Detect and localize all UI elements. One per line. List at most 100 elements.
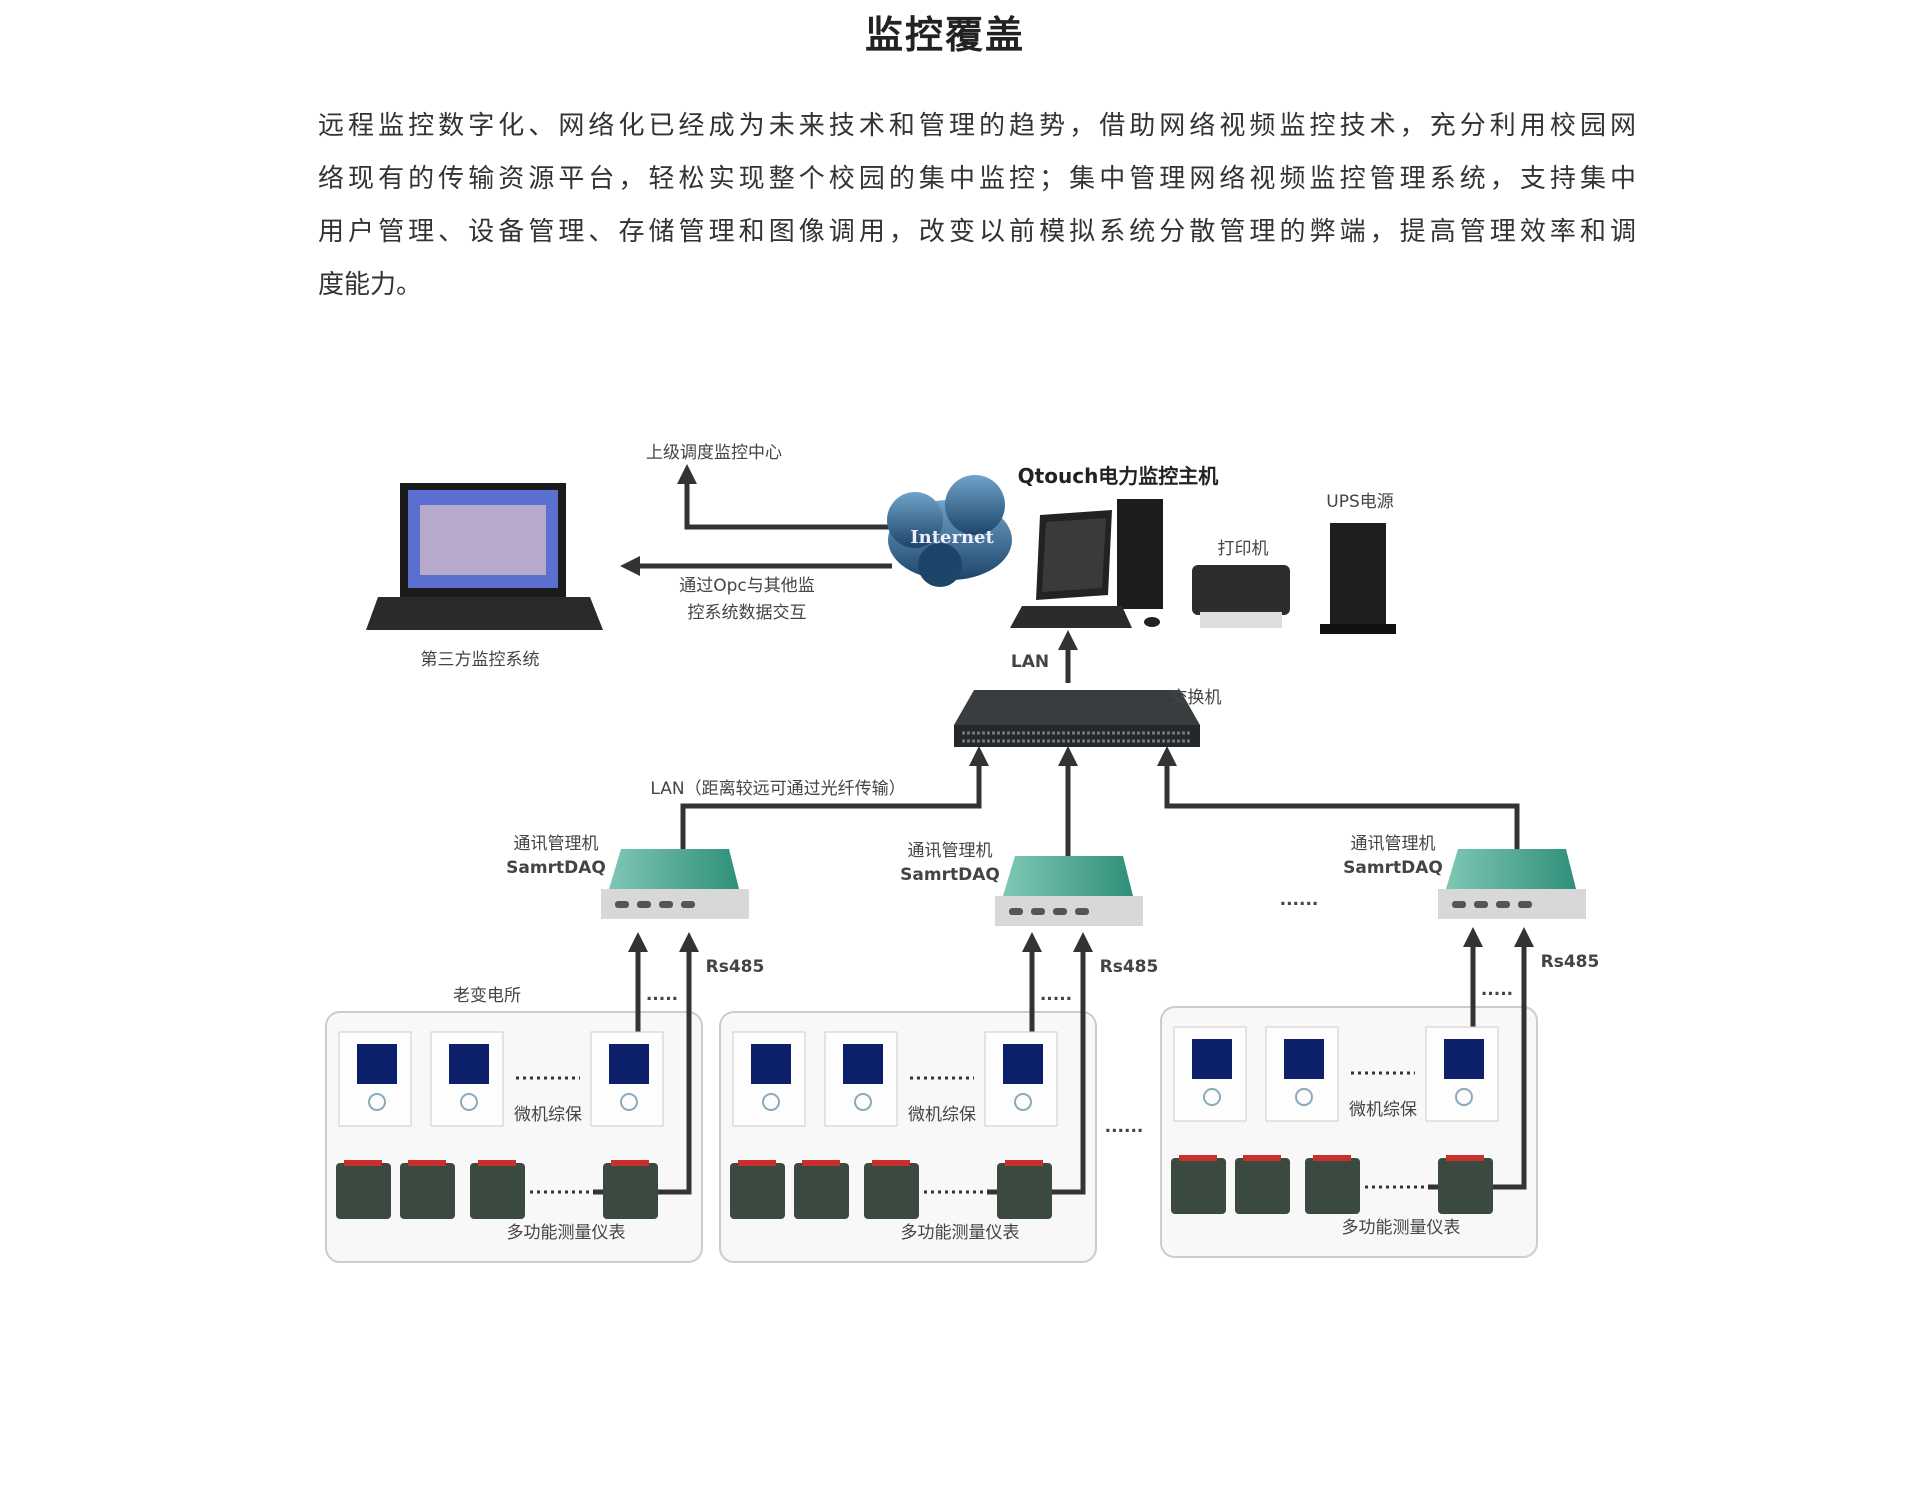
daq-port-icon [1496,901,1510,908]
switch-icon [954,690,1200,747]
daq-model-label: SamrtDAQ [1343,858,1443,878]
relay-keypad [1295,1088,1313,1106]
protection-relay-icon [1173,1026,1247,1122]
daq-label: 通讯管理机 [514,834,599,854]
ellipsis-daq: ...... [1280,890,1319,910]
meter-accent [1243,1155,1281,1161]
intro-paragraph: 远程监控数字化、网络化已经成为未来技术和管理的趋势，借助网络视频监控技术，充分利… [318,106,1636,318]
host-label: Qtouch电力监控主机 [1018,464,1219,488]
meter-body [400,1163,455,1219]
power-meter-icon [470,1160,525,1219]
power-meter-icon [336,1160,391,1219]
meter-accent [611,1160,649,1166]
power-meter-icon [1171,1155,1226,1214]
paragraph-line: 度能力。 [318,270,423,300]
daq-port-icon [1452,901,1466,908]
protection-label: 微机综保 [908,1105,976,1125]
internet-cloud-icon [887,475,1012,587]
meter-accent [478,1160,516,1166]
protection-relay-icon [430,1031,504,1127]
meter-accent [738,1160,776,1166]
lan-fiber-label: LAN（距离较远可通过光纤传输） [650,779,905,799]
power-meter-icon [730,1160,785,1219]
power-meter-icon [794,1160,849,1219]
ellipsis: ..... [1481,980,1513,1000]
power-meter-icon [864,1160,919,1219]
meter-body [730,1163,785,1219]
relay-keypad [762,1093,780,1111]
power-meter-icon [997,1160,1052,1219]
meter-body [1171,1158,1226,1214]
daq-label: 通讯管理机 [1351,834,1436,854]
relay-screen [1444,1039,1484,1079]
daq-device-icon [1003,856,1133,896]
rs485-label: Rs485 [1541,952,1600,972]
daq-model-label: SamrtDAQ [900,865,1000,885]
relay-screen [1003,1044,1043,1084]
rs485-label: Rs485 [706,957,765,977]
relay-keypad [460,1093,478,1111]
laptop-icon [366,483,603,630]
internet-label: Internet [910,527,994,548]
protection-relay-icon [590,1031,664,1127]
daq-port-icon [1518,901,1532,908]
meter-accent [1313,1155,1351,1161]
third-party-label: 第三方监控系统 [421,650,540,670]
meter-body [1438,1158,1493,1214]
daq-port-icon [637,901,651,908]
meter-accent [408,1160,446,1166]
ups-label: UPS电源 [1326,492,1394,512]
paragraph-line: 络现有的传输资源平台，轻松实现整个校园的集中监控；集中管理网络视频监控管理系统，… [318,164,1636,194]
meter-body [470,1163,525,1219]
protection-relay-icon [338,1031,412,1127]
daq-model-label: SamrtDAQ [506,858,606,878]
meter-accent [1446,1155,1484,1161]
ups-icon [1320,523,1396,634]
meter-body [1235,1158,1290,1214]
protection-label: 微机综保 [1349,1100,1417,1120]
relay-keypad [1455,1088,1473,1106]
daq-device-icon [1446,849,1576,889]
page-title: 监控覆盖 [864,13,1025,57]
daq-port-icon [1053,908,1067,915]
relay-screen [843,1044,883,1084]
meters-label: 多功能测量仪表 [1342,1218,1461,1238]
power-meter-icon [400,1160,455,1219]
daq-port-icon [659,901,673,908]
ellipsis-groups: ...... [1105,1117,1144,1137]
relay-screen [357,1044,397,1084]
protection-relay-icon [1265,1026,1339,1122]
relay-screen [1284,1039,1324,1079]
meter-body [997,1163,1052,1219]
power-meter-icon [1305,1155,1360,1214]
daq-label: 通讯管理机 [908,841,993,861]
daq-port-icon [1075,908,1089,915]
meter-accent [872,1160,910,1166]
paragraph-line: 用户管理、设备管理、存储管理和图像调用，改变以前模拟系统分散管理的弊端，提高管理… [318,217,1636,247]
power-meter-icon [603,1160,658,1219]
meter-accent [1005,1160,1043,1166]
meter-body [864,1163,919,1219]
meter-body [1305,1158,1360,1214]
connector-lines [620,464,1520,858]
protection-label: 微机综保 [514,1105,582,1125]
rs485-label: Rs485 [1100,957,1159,977]
relay-keypad [368,1093,386,1111]
computer-icon [1010,499,1163,628]
lan-label: LAN [1011,652,1049,672]
paragraph-line: 远程监控数字化、网络化已经成为未来技术和管理的趋势，借助网络视频监控技术，充分利… [318,111,1636,141]
printer-label: 打印机 [1218,539,1269,559]
ellipsis: ..... [646,985,678,1005]
protection-relay-icon [1425,1026,1499,1122]
meter-body [794,1163,849,1219]
switch-label: 交换机 [1171,688,1222,708]
meters-label: 多功能测量仪表 [507,1223,626,1243]
daq-port-icon [1009,908,1023,915]
relay-screen [1192,1039,1232,1079]
protection-relay-icon [984,1031,1058,1127]
station-name-label: 老变电所 [453,986,521,1006]
meter-accent [1179,1155,1217,1161]
